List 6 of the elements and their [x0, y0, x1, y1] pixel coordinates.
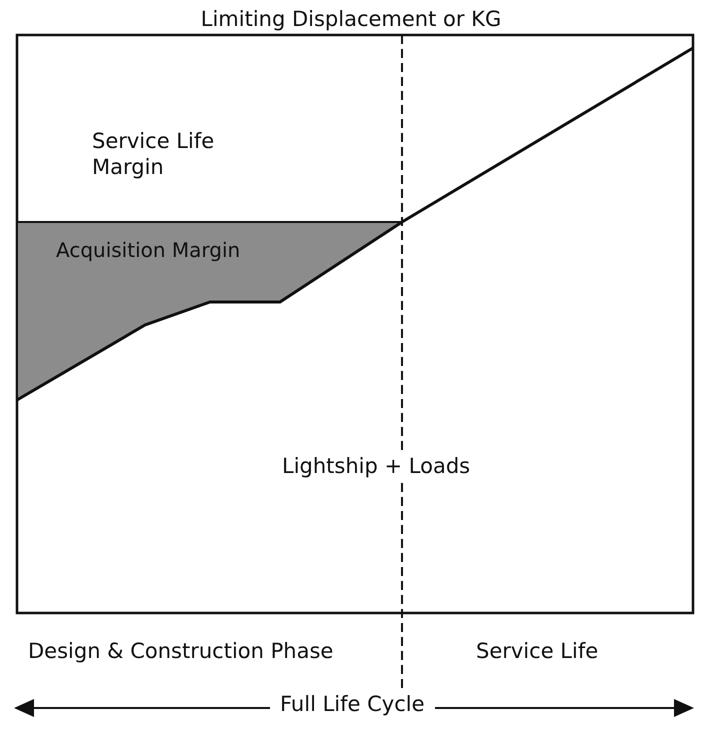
- diagram-title: Limiting Displacement or KG: [200, 6, 502, 32]
- phase-label: Design & Construction Phase: [28, 638, 334, 664]
- area-label: Acquisition Margin: [56, 238, 240, 263]
- span-label: Full Life Cycle: [270, 691, 434, 718]
- area-label: Service Life Margin: [92, 128, 216, 180]
- phase-label: Service Life: [476, 638, 598, 664]
